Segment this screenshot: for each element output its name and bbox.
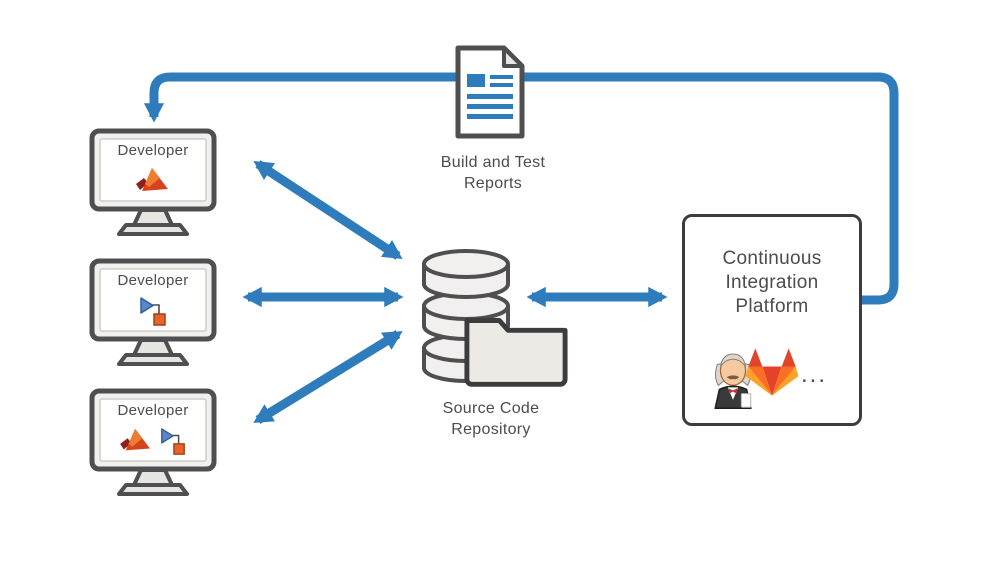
developer-label: Developer [117,272,189,289]
developer-label: Developer [117,142,189,159]
repository-label: Source Code Repository [403,398,579,440]
repository-label-line2: Repository [451,421,531,438]
document-icon [455,45,525,139]
developer-tools [88,164,218,200]
repository-label-line1: Source Code [442,400,540,417]
reports-label: Build and Test Reports [420,152,566,194]
document-text-lines [467,74,513,119]
developer-node-3: Developer [88,388,218,502]
developer-label: Developer [117,402,189,419]
matlab-icon [136,168,168,191]
arrow-developer1-repository [253,160,403,260]
simulink-icon [140,297,166,326]
developer-node-1: Developer [88,128,218,242]
ci-title-line2: Integration [725,272,819,293]
reports-label-line1: Build and Test [440,154,546,171]
developer-tools [88,424,218,460]
ci-title-line1: Continuous [722,248,822,269]
ci-platform-title: Continuous Integration Platform [685,247,859,319]
developer-tools [88,294,218,330]
ci-platform-node: Continuous Integration Platform ... [682,214,862,426]
ci-more-platforms-ellipsis: ... [801,361,828,388]
arrow-loop-ci-to-developer [143,72,899,305]
gitlab-icon [745,348,799,396]
reports-label-line2: Reports [463,175,523,192]
developer-node-2: Developer [88,258,218,372]
folder-icon [464,318,568,387]
simulink-icon [160,428,185,455]
monitor-icon [89,258,217,366]
arrow-developer3-repository [253,330,403,424]
ci-title-line3: Platform [735,296,809,317]
matlab-icon [119,428,150,451]
